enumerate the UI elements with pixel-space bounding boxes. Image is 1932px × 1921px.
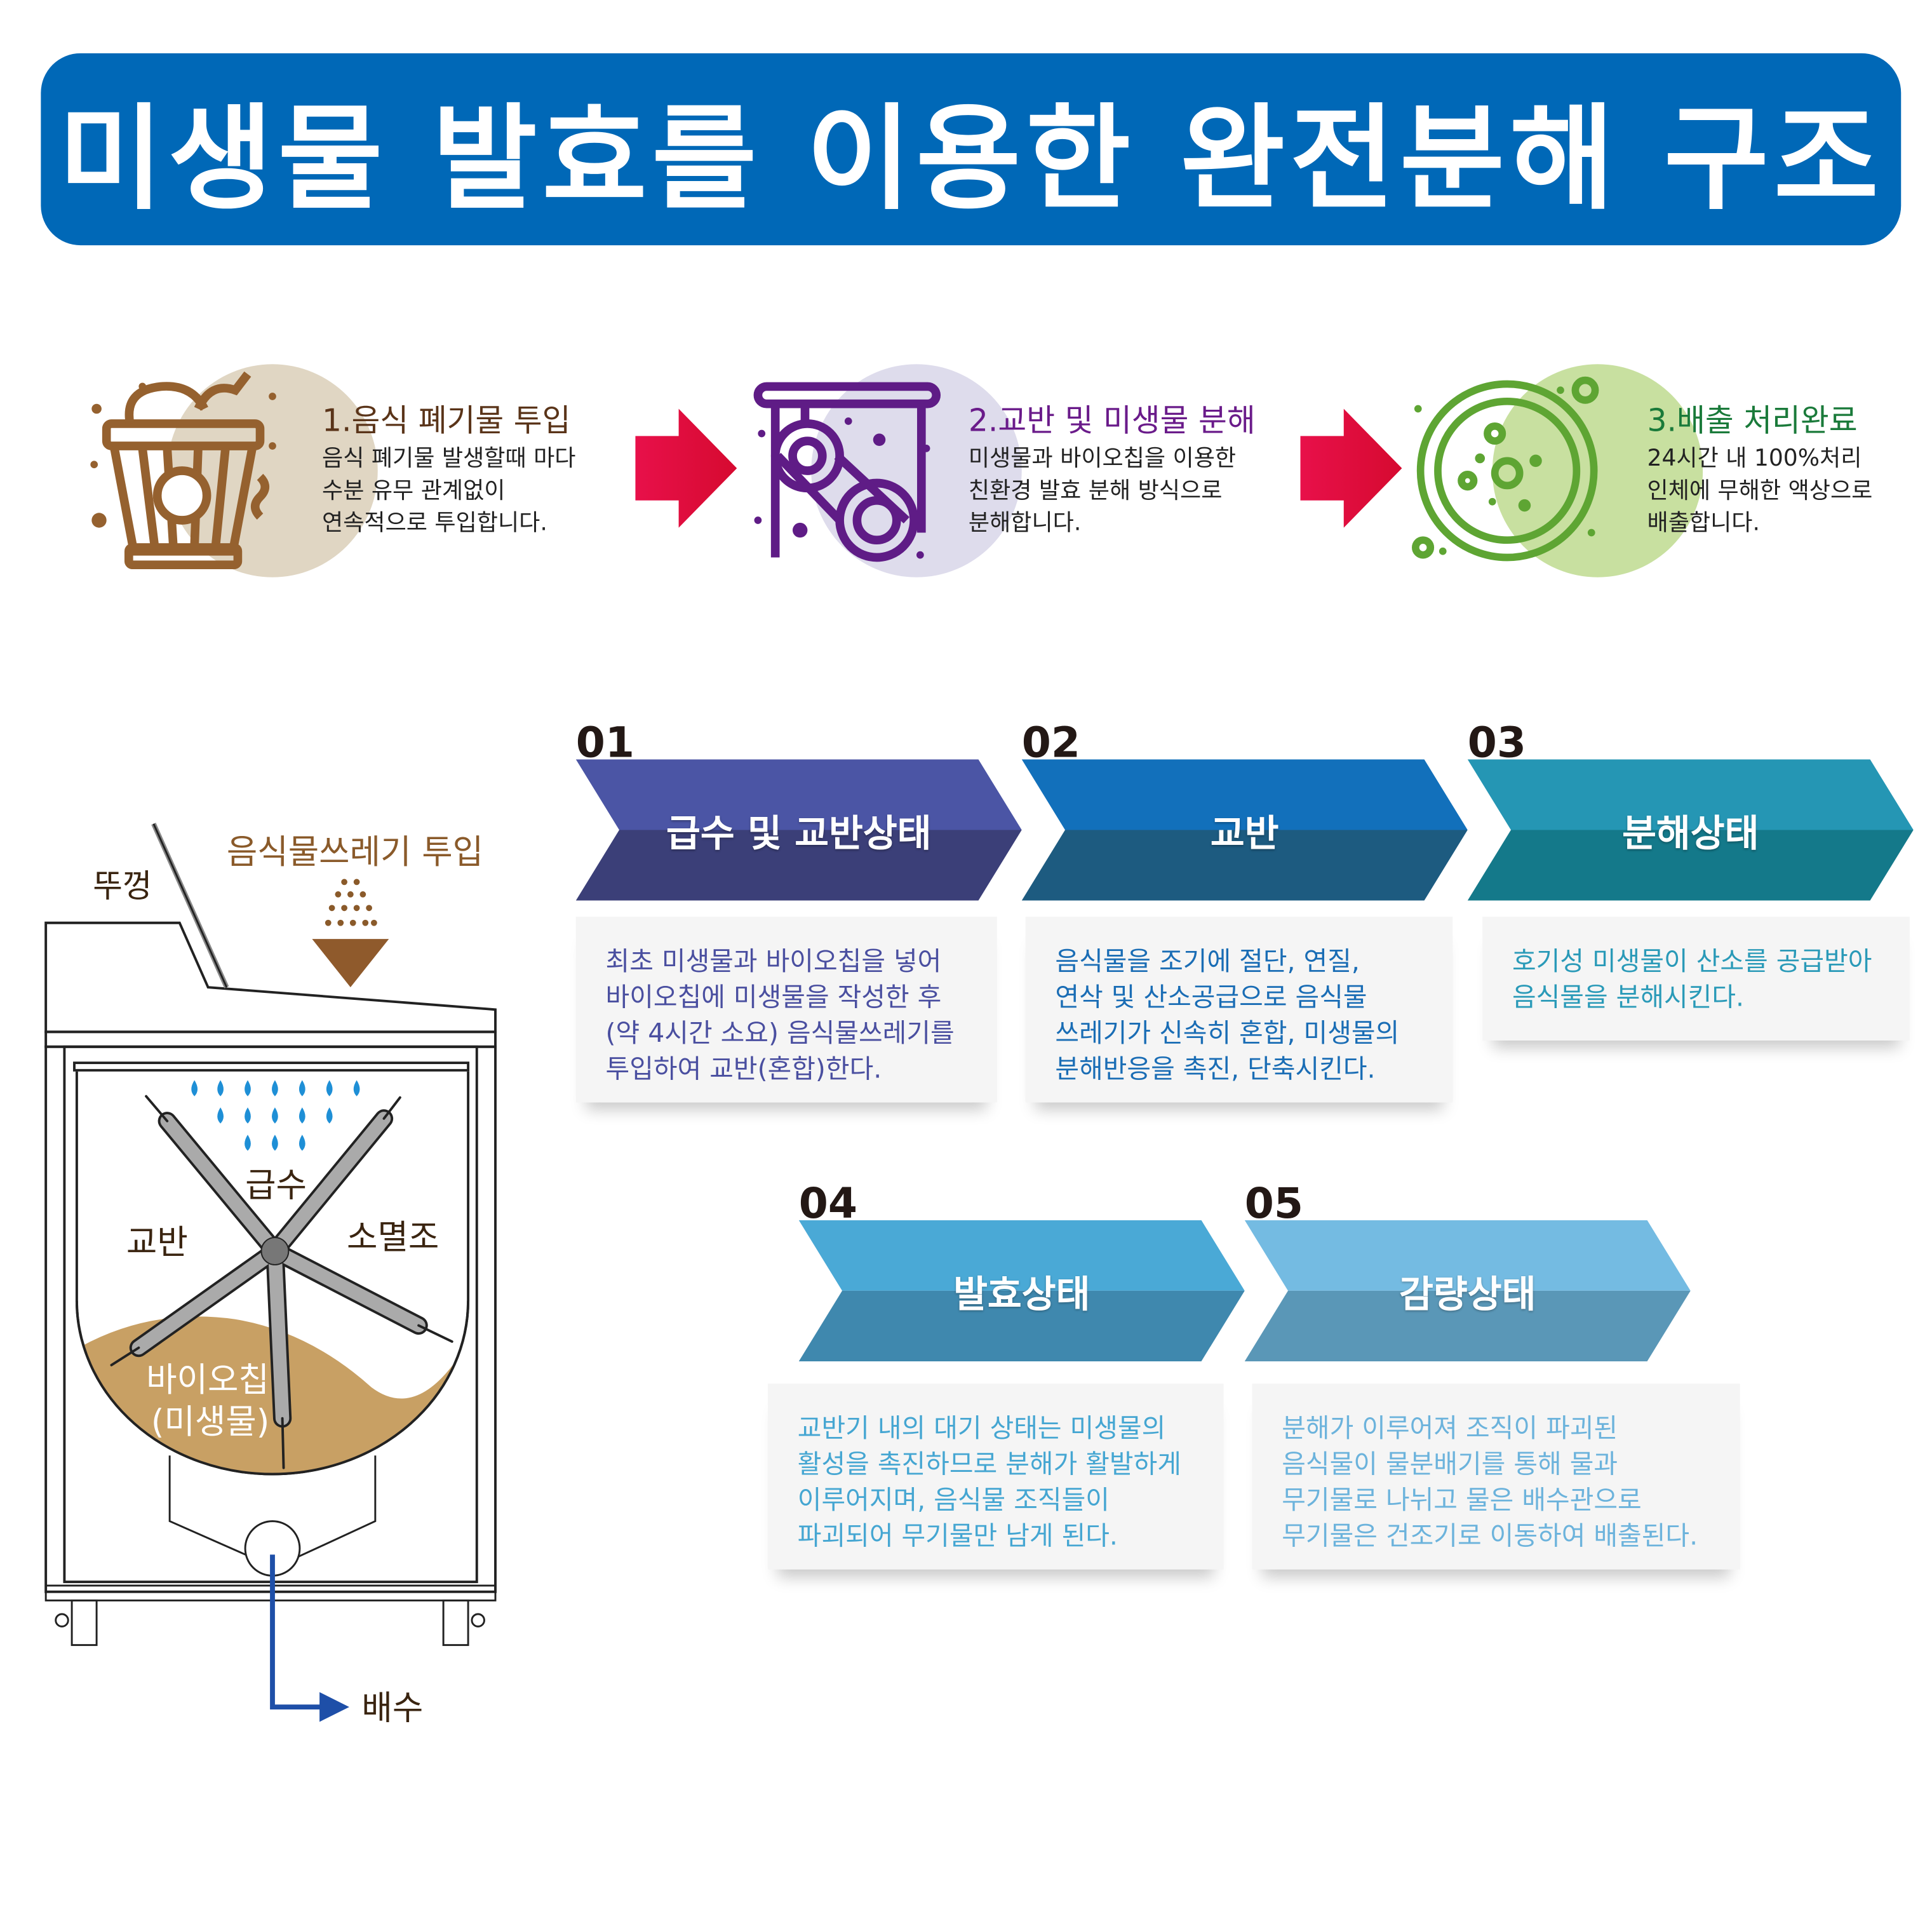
stage-chevron: 교반 bbox=[1021, 759, 1468, 901]
water-drop-icon bbox=[245, 1107, 251, 1124]
chevron-bottom bbox=[1467, 830, 1914, 901]
drain-pipe bbox=[270, 1554, 325, 1710]
title-banner: 미생물 발효를 이용한 완전분해 구조 bbox=[41, 53, 1902, 246]
desc-line: 미생물과 바이오칩을 이용한 bbox=[968, 446, 1237, 472]
water-drop-icon bbox=[272, 1107, 278, 1124]
label-drain: 배수 bbox=[361, 1689, 424, 1729]
desc-line: 연속적으로 투입합니다. bbox=[322, 510, 547, 537]
stage-label: 발효상태 bbox=[953, 1273, 1090, 1317]
label-stir: 교반 bbox=[126, 1223, 188, 1263]
desc-line: 음식물을 분해시킨다. bbox=[1512, 982, 1745, 1013]
step-3: 3.배출 처리완료 24시간 내 100%처리 인체에 무해한 액상으로 배출합… bbox=[1405, 360, 1926, 583]
water-drop-icon bbox=[272, 1135, 278, 1151]
step-1: 1.음식 폐기물 투입 음식 폐기물 발생할때 마다 수분 유무 관계없이 연속… bbox=[74, 360, 619, 583]
step-1-title: 1.음식 폐기물 투입 bbox=[322, 402, 571, 439]
label-lid: 뚜껑 bbox=[93, 868, 152, 906]
water-drop-icon bbox=[272, 1080, 278, 1096]
desc-line: 파괴되어 무기물만 남게 된다. bbox=[797, 1521, 1118, 1551]
stage-chevron: 급수 및 교반상태 bbox=[575, 759, 1022, 901]
stage-label: 분해상태 bbox=[1622, 812, 1759, 856]
step-2-desc: 미생물과 바이오칩을 이용한 친환경 발효 분해 방식으로 분해합니다. bbox=[969, 443, 1236, 540]
water-drop-icon bbox=[191, 1080, 198, 1096]
chevron-top bbox=[1244, 1220, 1691, 1291]
water-drop-icon bbox=[217, 1080, 224, 1096]
chevron-top bbox=[1467, 759, 1914, 830]
desc-line: 바이오칩에 미생물을 작성한 후 bbox=[605, 982, 942, 1013]
stage-label: 급수 및 교반상태 bbox=[666, 812, 932, 856]
input-arrow-icon bbox=[312, 939, 389, 988]
desc-line: 24시간 내 100%처리 bbox=[1647, 446, 1862, 472]
desc-line: 최초 미생물과 바이오칩을 넣어 bbox=[605, 946, 942, 976]
desc-line: 음식물이 물분배기를 통해 물과 bbox=[1282, 1449, 1618, 1480]
chevron-bottom bbox=[1244, 1290, 1691, 1362]
desc-line: 친환경 발효 분해 방식으로 bbox=[968, 478, 1223, 504]
water-drop-icon bbox=[245, 1135, 251, 1151]
desc-line: 분해반응을 촉진, 단축시킨다. bbox=[1055, 1054, 1376, 1084]
desc-line: 이루어지며, 음식물 조직들이 bbox=[797, 1485, 1110, 1515]
water-drop-icon bbox=[353, 1080, 360, 1096]
water-drop-icon bbox=[299, 1135, 305, 1151]
desc-line: 투입하여 교반(혼합)한다. bbox=[605, 1054, 882, 1084]
water-drop-icon bbox=[326, 1107, 333, 1124]
chevron-top bbox=[798, 1220, 1245, 1291]
stage-chevron: 분해상태 bbox=[1467, 759, 1914, 901]
desc-line: 연삭 및 산소공급으로 음식물 bbox=[1055, 982, 1367, 1013]
step-2-title: 2.교반 및 미생물 분해 bbox=[968, 402, 1256, 439]
arrow-right-icon bbox=[635, 408, 737, 528]
chevron-bottom bbox=[575, 830, 1022, 901]
water-drop-icon bbox=[299, 1107, 305, 1124]
machine-top-housing bbox=[44, 921, 497, 1034]
desc-line: 호기성 미생물이 산소를 공급받아 bbox=[1512, 946, 1872, 976]
label-chamber: 소멸조 bbox=[347, 1218, 439, 1258]
desc-line: 활성을 촉진하므로 분해가 활발하게 bbox=[797, 1449, 1181, 1480]
desc-line: 인체에 무해한 액상으로 bbox=[1647, 478, 1873, 504]
stage-chevron: 감량상태 bbox=[1244, 1220, 1691, 1362]
desc-line: (약 4시간 소요) 음식물쓰레기를 bbox=[605, 1018, 955, 1048]
water-drop-icon bbox=[326, 1080, 333, 1096]
water-drop-icon bbox=[299, 1080, 305, 1096]
label-microbe: (미생물) bbox=[151, 1403, 270, 1442]
desc-line: 무기물로 나뉘고 물은 배수관으로 bbox=[1282, 1485, 1642, 1515]
page-title: 미생물 발효를 이용한 완전분해 구조 bbox=[58, 93, 1884, 226]
label-biochip: 바이오칩 bbox=[146, 1361, 269, 1400]
machine-diagram bbox=[44, 823, 497, 1722]
step-1-desc: 음식 폐기물 발생할때 마다 수분 유무 관계없이 연속적으로 투입합니다. bbox=[322, 443, 576, 540]
chevron-top bbox=[1021, 759, 1468, 830]
desc-line: 분해합니다. bbox=[968, 510, 1082, 537]
desc-line: 무기물은 건조기로 이동하여 배출된다. bbox=[1282, 1521, 1698, 1551]
desc-line: 교반기 내의 대기 상태는 미생물의 bbox=[797, 1413, 1166, 1443]
arrow-right-icon bbox=[1300, 408, 1402, 528]
input-dots bbox=[325, 879, 377, 926]
water-drop-icon bbox=[245, 1080, 251, 1096]
desc-line: 음식 폐기물 발생할때 마다 bbox=[322, 446, 576, 472]
step-3-title: 3.배출 처리완료 bbox=[1647, 402, 1858, 439]
desc-line: 배출합니다. bbox=[1647, 510, 1760, 537]
desc-line: 쓰레기가 신속히 혼합, 미생물의 bbox=[1055, 1018, 1400, 1048]
label-input: 음식물쓰레기 투입 bbox=[226, 833, 484, 872]
agitator-roller-icon bbox=[753, 364, 1022, 577]
desc-line: 분해가 이루어져 조직이 파괴된 bbox=[1282, 1413, 1618, 1443]
label-water: 급수 bbox=[245, 1166, 307, 1206]
step-3-desc: 24시간 내 100%처리 인체에 무해한 액상으로 배출합니다. bbox=[1647, 443, 1873, 540]
water-drop-icon bbox=[217, 1107, 224, 1124]
agitator-arms bbox=[110, 1095, 453, 1469]
step-2: 2.교반 및 미생물 분해 미생물과 바이오칩을 이용한 친환경 발효 분해 방… bbox=[743, 360, 1288, 583]
stage-label: 감량상태 bbox=[1399, 1273, 1536, 1317]
chevron-top bbox=[575, 759, 1022, 830]
desc-line: 수분 유무 관계없이 bbox=[322, 478, 506, 504]
stage-label: 교반 bbox=[1210, 812, 1279, 856]
chevron-bottom bbox=[798, 1290, 1245, 1362]
water-drops bbox=[191, 1080, 360, 1151]
microbe-cell-icon bbox=[1412, 364, 1703, 577]
food-bucket-icon bbox=[90, 364, 378, 577]
chevron-bottom bbox=[1021, 830, 1468, 901]
stage-chevron: 발효상태 bbox=[798, 1220, 1245, 1362]
desc-line: 음식물을 조기에 절단, 연질, bbox=[1055, 946, 1360, 976]
